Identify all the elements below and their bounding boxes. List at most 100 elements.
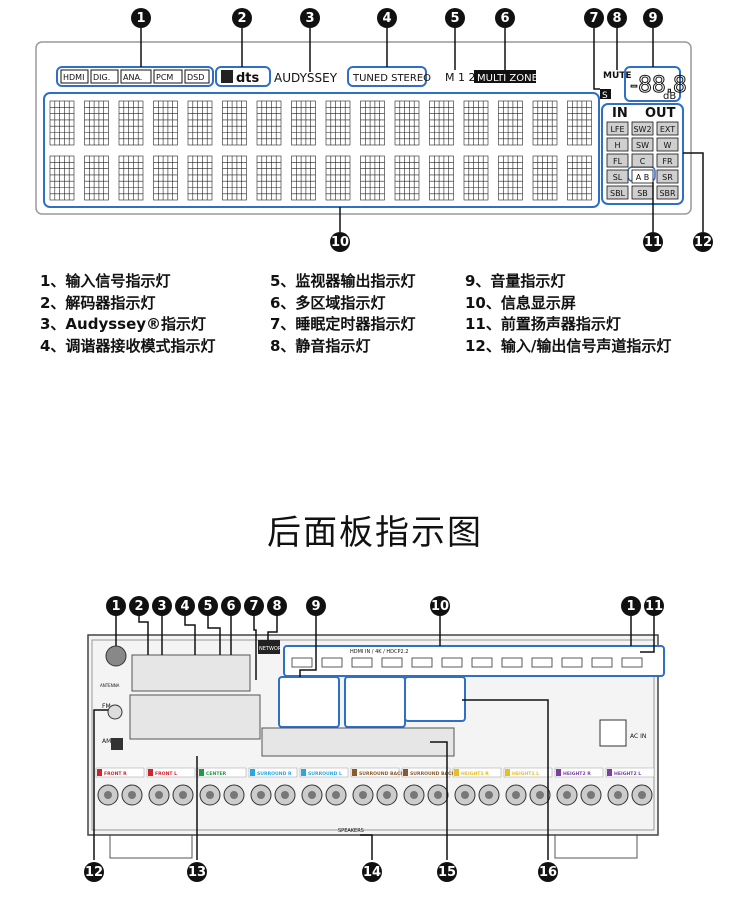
rear-callout-9: 9 [306,596,326,616]
rear-callout-10: 10 [430,596,450,616]
channel-indicator [631,153,654,168]
input-indicator-label: PCM [156,73,173,82]
antenna-label-left: ANTENNA [100,683,120,688]
display-char-cell [325,100,351,146]
legend-item: 4、调谐器接收模式指示灯 [40,336,216,355]
input-indicator-box [56,66,214,87]
rear-callout-15: 15 [437,862,457,882]
sleep-label: S [602,91,608,101]
speaker-terminal-core [332,791,340,799]
channel-indicator [656,185,679,200]
speaker-terminal-core [155,791,163,799]
input-indicator [90,69,119,84]
legend-item: 12、输入/输出信号声道指示灯 [465,336,672,355]
speaker-terminal-core [230,791,238,799]
hdmi-port [501,657,523,668]
speaker-color-swatch [301,769,306,776]
channel-indicator-label: FL [613,157,623,166]
speaker-terminal-core [461,791,469,799]
hdmi-port [441,657,463,668]
display-char-cell [463,100,489,146]
rear-callout-2: 2 [129,596,149,616]
channel-indicator-label: C [640,157,646,166]
display-char-cell [360,100,385,146]
speaker-terminal-core [587,791,595,799]
legend-item: 2、解码器指示灯 [40,293,156,312]
ac-label: AC IN [630,733,646,740]
display-char-cell [360,155,385,201]
rear-panel-diagram: ANTENNA NETWORK HDMI IN / 4K / HDCP2.2 A… [87,610,665,860]
channel-indicator [606,121,629,136]
rear-callout-1b: 1 [621,596,641,616]
channel-indicator-label: W [664,141,672,150]
display-char-cell [291,155,316,201]
input-indicator-label: HDMI [63,73,84,82]
speaker-terminal-core [257,791,265,799]
front-callout-8: 8 [607,8,627,28]
audyssey-label: AUDYSSEY [274,71,338,85]
channel-indicator [606,169,629,184]
channel-indicator-label: SW [636,141,649,150]
mute-label: MUTE [603,71,632,81]
hdmi-port [591,657,613,668]
info-display-matrix [49,100,592,201]
sleep-indicator-bg [600,89,611,99]
legend-item: 5、监视器输出指示灯 [270,272,416,290]
channel-indicator [656,153,679,168]
legend-item: 1、输入信号指示灯 [40,272,171,290]
display-char-cell [325,155,351,201]
speaker-color-swatch [454,769,459,776]
speaker-group-label: SURROUND BACK R [359,771,410,777]
speaker-label-bg [146,767,196,778]
channel-indicator-label: EXT [660,125,675,134]
hdmi-port [561,657,583,668]
hdmi-port [351,657,373,668]
io-in-label: IN [612,106,628,121]
display-char-cell [567,100,592,146]
display-char-cell [49,100,75,146]
info-display-box [43,92,600,208]
am-terminal-icon [111,738,123,750]
monitor-zone2-box [404,676,466,722]
channel-indicator-label: SW2 [633,125,651,134]
speaker-label-bg [350,767,400,778]
rear-callout-3: 3 [152,596,172,616]
display-char-cell [429,155,454,201]
channel-grid-box [601,103,684,205]
display-char-cell [394,100,420,146]
hdmi-port [621,657,643,668]
channel-indicator-label: LFE [610,125,624,134]
speaker-terminal-core [383,791,391,799]
hdmi-port [321,657,343,668]
speaker-color-swatch [199,769,204,776]
display-char-cell [463,155,489,201]
speaker-terminal-core [308,791,316,799]
speaker-color-swatch [250,769,255,776]
rear-callout-11: 11 [644,596,664,616]
channel-indicator [631,121,654,136]
legend-item: 8、静音指示灯 [270,336,371,355]
speaker-label-bg [401,767,451,778]
display-char-cell [498,155,523,201]
display-char-cell [567,155,592,201]
am-label: AM [102,738,111,745]
speaker-label-bg [452,767,502,778]
speaker-terminal-core [638,791,646,799]
channel-indicator-label: A B [636,173,650,182]
rear-callout-5: 5 [198,596,218,616]
rear-panel-title: 后面板指示图 [267,513,483,553]
hdmi-port [411,657,433,668]
display-char-cell [84,100,109,146]
speakers-label: SPEAKERS [338,828,364,834]
display-char-cell [118,155,144,201]
speaker-color-swatch [607,769,612,776]
hdmi-port [291,657,313,668]
front-callout-11: 11 [643,232,663,252]
speaker-terminal-core [614,791,622,799]
hdmi-ports [291,657,643,668]
video-in-box [278,676,340,728]
speaker-color-swatch [556,769,561,776]
rear-chassis-inner [91,639,655,831]
